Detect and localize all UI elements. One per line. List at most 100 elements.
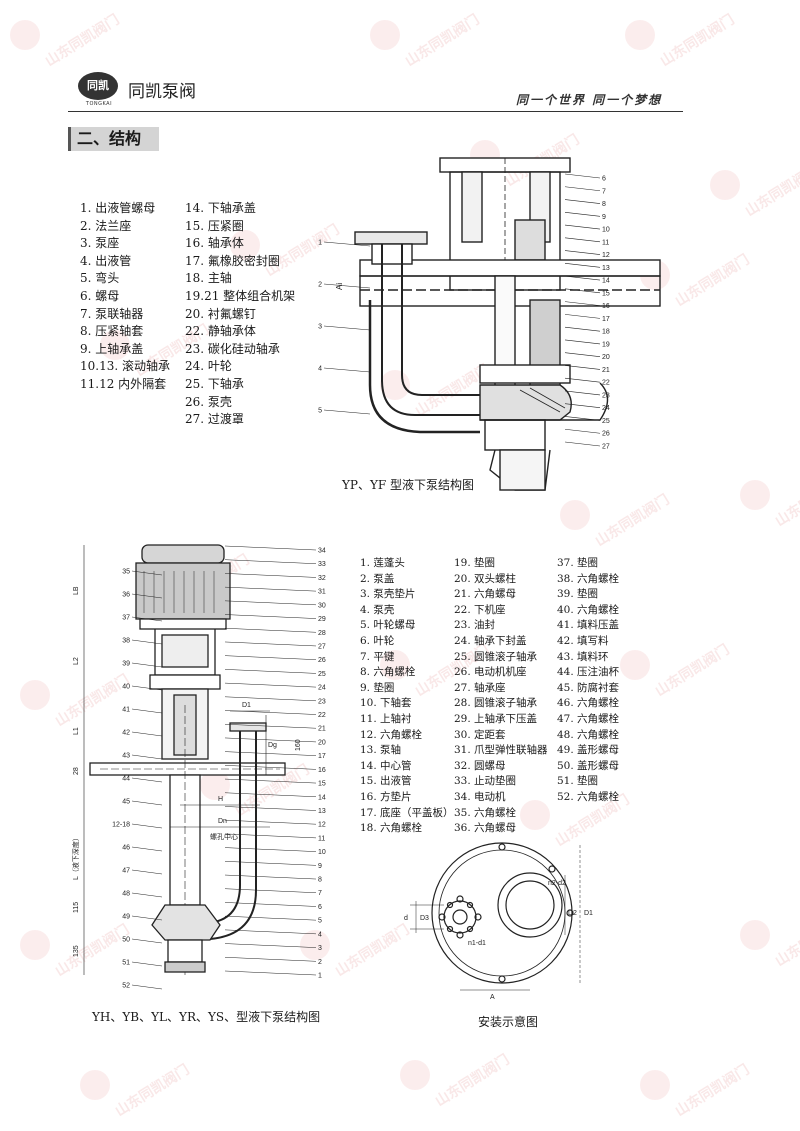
company-name: 同凯泵阀 — [128, 82, 196, 102]
watermark-logo — [20, 680, 50, 710]
dim-l2: L2 — [73, 657, 80, 665]
callout-leader — [224, 682, 317, 688]
callout-leader — [224, 710, 317, 715]
dim-l: L（液下深度） — [71, 834, 80, 880]
callout-label: 42 — [122, 730, 130, 737]
part-list-item: 10. 下轴套 — [360, 697, 412, 710]
part-list-item: 2. 法兰座 — [80, 218, 132, 233]
watermark-logo — [740, 920, 770, 950]
callout-label: 34 — [318, 548, 326, 555]
part-list-item: 10.13. 滚动轴承 — [80, 359, 170, 374]
part-list-item: 14. 下轴承盖 — [185, 201, 256, 215]
callout-leader — [131, 984, 163, 990]
part-list-item: 37. 垫圈 — [557, 557, 599, 569]
callout-label: 19 — [602, 341, 610, 348]
part-list-item: 36. 六角螺母 — [454, 822, 517, 835]
logo-subtext: TONGKAI — [85, 101, 113, 107]
callout-leader — [131, 616, 163, 622]
callout-leader — [131, 915, 163, 921]
part-list-item: 34. 电动机 — [454, 790, 506, 803]
callout-label: 12 — [318, 822, 326, 829]
callout-label: 23 — [318, 698, 326, 705]
part-list-item: 26. 泵壳 — [185, 394, 232, 409]
callout-label: 46 — [122, 845, 130, 852]
callout-leader — [224, 573, 317, 578]
callout-leader — [224, 833, 317, 839]
part-list-item: 24. 轴承下封盖 — [454, 634, 527, 647]
part-list-item: 39. 垫圈 — [557, 588, 599, 601]
callout-label: 47 — [122, 868, 130, 875]
callout-label: 9 — [318, 863, 322, 870]
part-list-item: 25. 圆锥滚子轴承 — [454, 650, 538, 663]
part-list-item: 38. 六角螺栓 — [557, 572, 620, 585]
callout-label: 28 — [318, 630, 326, 637]
callout-leader — [564, 339, 601, 345]
callout-leader — [224, 902, 317, 907]
part-list-item: 8. 六角螺栓 — [360, 666, 416, 679]
callout-leader — [323, 241, 371, 247]
part-list-item: 29. 上轴承下压盖 — [454, 712, 538, 725]
dim-dn: Dn — [218, 818, 227, 825]
part-list-item: 7. 平键 — [360, 650, 395, 663]
part-list-item: 7. 泵联轴器 — [80, 306, 144, 321]
callout-label: 17 — [318, 753, 326, 760]
callout-leader — [131, 777, 163, 783]
callout-leader — [564, 441, 601, 447]
callout-leader — [224, 888, 317, 893]
callout-leader — [564, 173, 601, 179]
watermark-logo — [20, 930, 50, 960]
callout-label: 26 — [602, 431, 610, 438]
dim-l1: L1 — [73, 727, 80, 735]
callout-label: 10 — [318, 849, 326, 856]
watermark-text: 山东同凯阀门 — [42, 11, 123, 70]
callout-leader — [131, 938, 163, 944]
callout-label: 44 — [122, 776, 130, 783]
part-list-item: 9. 上轴承盖 — [80, 341, 144, 356]
part-list-item: 18. 六角螺栓 — [360, 822, 423, 835]
watermark-logo — [560, 500, 590, 530]
company-logo: 同凯 — [78, 72, 118, 100]
watermark-text: 山东同凯阀门 — [402, 11, 483, 70]
part-list-item: 18. 主轴 — [185, 271, 232, 286]
callout-label: 23 — [602, 392, 610, 399]
callout-leader — [564, 263, 601, 268]
part-list-item: 3. 泵座 — [80, 236, 120, 251]
callout-label: 2 — [318, 282, 322, 289]
callout-label: 13 — [318, 808, 326, 815]
dim-h: H — [218, 796, 223, 803]
part-list-item: 22. 静轴承体 — [185, 324, 256, 339]
callout-label: 27 — [318, 643, 326, 650]
part-list-item: 23. 碳化硅动轴承 — [185, 341, 280, 356]
callout-label: 4 — [318, 931, 322, 938]
callout-label: 7 — [602, 188, 606, 195]
part-list-item: 1. 莲蓬头 — [360, 557, 405, 569]
dim-28: 28 — [73, 767, 80, 775]
watermark-text: 山东同凯阀门 — [772, 471, 800, 530]
yp-caption: YP、YF 型液下泵结构图 — [342, 478, 475, 492]
callout-label: 49 — [122, 914, 130, 921]
dim-lb: LB — [73, 586, 80, 595]
callout-label: 10 — [602, 227, 610, 234]
callout-leader — [224, 765, 317, 770]
install-n2d2: n2-d2 — [548, 880, 566, 887]
dim-115: 115 — [73, 902, 80, 913]
callout-label: 48 — [122, 891, 130, 898]
callout-leader — [564, 250, 601, 255]
watermark-logo — [400, 1060, 430, 1090]
part-list-item: 1. 出液管螺母 — [80, 201, 156, 215]
part-list-item: 22. 下机座 — [454, 603, 506, 616]
callout-label: 8 — [602, 201, 606, 208]
callout-leader — [564, 352, 601, 357]
callout-leader — [131, 961, 163, 967]
part-list-item: 8. 压紧轴套 — [80, 324, 144, 339]
part-list-item: 9. 垫圈 — [360, 681, 395, 694]
watermark-logo — [625, 20, 655, 50]
callout-leader — [564, 211, 601, 217]
part-list-item: 30. 定距套 — [454, 728, 506, 741]
part-list-item: 6. 叶轮 — [360, 634, 395, 647]
callout-label: 6 — [602, 176, 606, 183]
callout-leader — [131, 639, 163, 645]
part-list-item: 25. 下轴承 — [185, 376, 244, 391]
callout-leader — [224, 655, 317, 660]
